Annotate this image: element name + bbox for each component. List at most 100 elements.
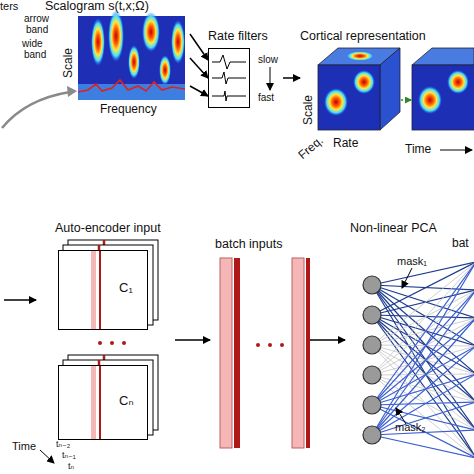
network-link xyxy=(372,345,474,346)
flow-arrow xyxy=(190,34,208,60)
node-title: C₁ xyxy=(119,281,133,295)
batch-bar xyxy=(306,258,310,448)
batch-panel: batch inputs xyxy=(210,238,310,450)
axis-label: tₙ₋₁ xyxy=(62,451,76,461)
node-title: Rate filters xyxy=(208,30,268,44)
ellipsis-dot xyxy=(98,341,102,345)
heat-blob xyxy=(128,45,140,79)
network-link xyxy=(372,262,474,435)
heat-blob xyxy=(171,20,185,64)
input-stack: Auto-encoder inputC₁ Cₙ xyxy=(50,222,175,452)
batch-bar xyxy=(220,258,232,448)
time-arrow xyxy=(440,150,472,151)
network-link xyxy=(372,318,474,435)
heat-blob xyxy=(142,12,160,52)
flow-arrow xyxy=(175,339,210,341)
heat-blob xyxy=(91,18,105,66)
axis-label: band xyxy=(26,24,48,35)
ellipsis-dot xyxy=(256,343,260,347)
network-link xyxy=(372,346,474,405)
network-unit xyxy=(363,336,381,354)
network-link xyxy=(372,290,474,435)
heat-blob xyxy=(418,86,442,114)
spectrum-trace xyxy=(78,80,185,92)
node-note: fast xyxy=(258,92,274,103)
ellipsis-dot xyxy=(122,341,126,345)
flow-arrow xyxy=(310,339,345,341)
axis-label: Scale xyxy=(302,95,315,125)
axis-label: tₙ₋₂ xyxy=(56,440,70,450)
axis-label: band xyxy=(24,49,46,60)
mask-pointer xyxy=(402,268,412,288)
axis-label: Scale xyxy=(62,48,75,78)
input-arrow xyxy=(4,299,36,301)
input-curve xyxy=(2,92,70,128)
network-unit xyxy=(363,306,381,324)
arrow-head xyxy=(67,86,77,97)
node-note: mask₂ xyxy=(395,421,426,433)
node-title: Non-linear PCA xyxy=(350,222,437,236)
filter-icon xyxy=(212,72,246,84)
speed-arrow xyxy=(270,67,271,90)
cube-top xyxy=(412,48,474,65)
network-link xyxy=(372,285,474,458)
network xyxy=(363,262,474,458)
axis-label: wide xyxy=(22,38,43,49)
network-link xyxy=(372,374,474,405)
node-title: Cₙ xyxy=(119,394,134,408)
network-link xyxy=(372,290,474,405)
step-arrow xyxy=(401,99,411,101)
network-link xyxy=(372,262,474,375)
network-unit xyxy=(363,396,381,414)
network-link xyxy=(372,318,474,345)
network-link xyxy=(372,318,474,375)
batch-bar xyxy=(292,258,304,448)
filter-box xyxy=(208,48,250,108)
axis-label: arrow xyxy=(24,13,49,24)
network-link xyxy=(372,346,474,435)
heat-blob xyxy=(353,70,375,94)
ellipsis-dot xyxy=(268,343,272,347)
input-frame: Cₙ xyxy=(58,365,148,440)
network-link xyxy=(372,345,474,402)
filter-bank: Rate filtersslowfast xyxy=(208,48,283,108)
axis-label: Freq. xyxy=(296,134,326,162)
network-unit xyxy=(363,366,381,384)
network-panel: Non-linear PCA mask₁ mask₂ xyxy=(345,222,474,452)
network-link xyxy=(372,374,474,375)
network-link xyxy=(372,315,474,458)
node-note: slow xyxy=(258,54,278,65)
heat-blob xyxy=(447,70,469,94)
node-title: Auto-encoder input xyxy=(55,222,161,236)
input-frame: C₁ xyxy=(58,250,148,330)
filter-icon xyxy=(212,91,246,101)
node-title: batch inputs xyxy=(215,238,282,252)
cube-front xyxy=(318,65,380,130)
network-link xyxy=(372,315,474,318)
axis-label: Time xyxy=(405,143,431,156)
network-link xyxy=(372,262,474,315)
axis-label: Frequency xyxy=(100,103,157,116)
heat-blob xyxy=(324,88,348,116)
cortical-panel: Cortical representation xyxy=(300,30,474,155)
network-unit xyxy=(363,276,381,294)
network-link xyxy=(372,374,474,435)
heat-blob xyxy=(346,51,374,61)
axis-label: tₙ xyxy=(68,462,74,472)
axis-label: Time xyxy=(12,440,36,452)
flow-arrow xyxy=(190,58,208,78)
axis-label: ters xyxy=(0,0,18,12)
node-title: Scalogram s(t,x;Ω) xyxy=(45,0,149,14)
heat-blob xyxy=(159,55,171,85)
node-note: mask₁ xyxy=(397,255,427,267)
filter-icon xyxy=(212,55,246,69)
ellipsis-dot xyxy=(280,343,284,347)
axis-label: bat xyxy=(452,237,469,250)
network-link xyxy=(372,402,474,435)
heatmap xyxy=(78,16,185,100)
axis-label: Rate xyxy=(333,137,358,150)
cube-side xyxy=(380,48,400,130)
